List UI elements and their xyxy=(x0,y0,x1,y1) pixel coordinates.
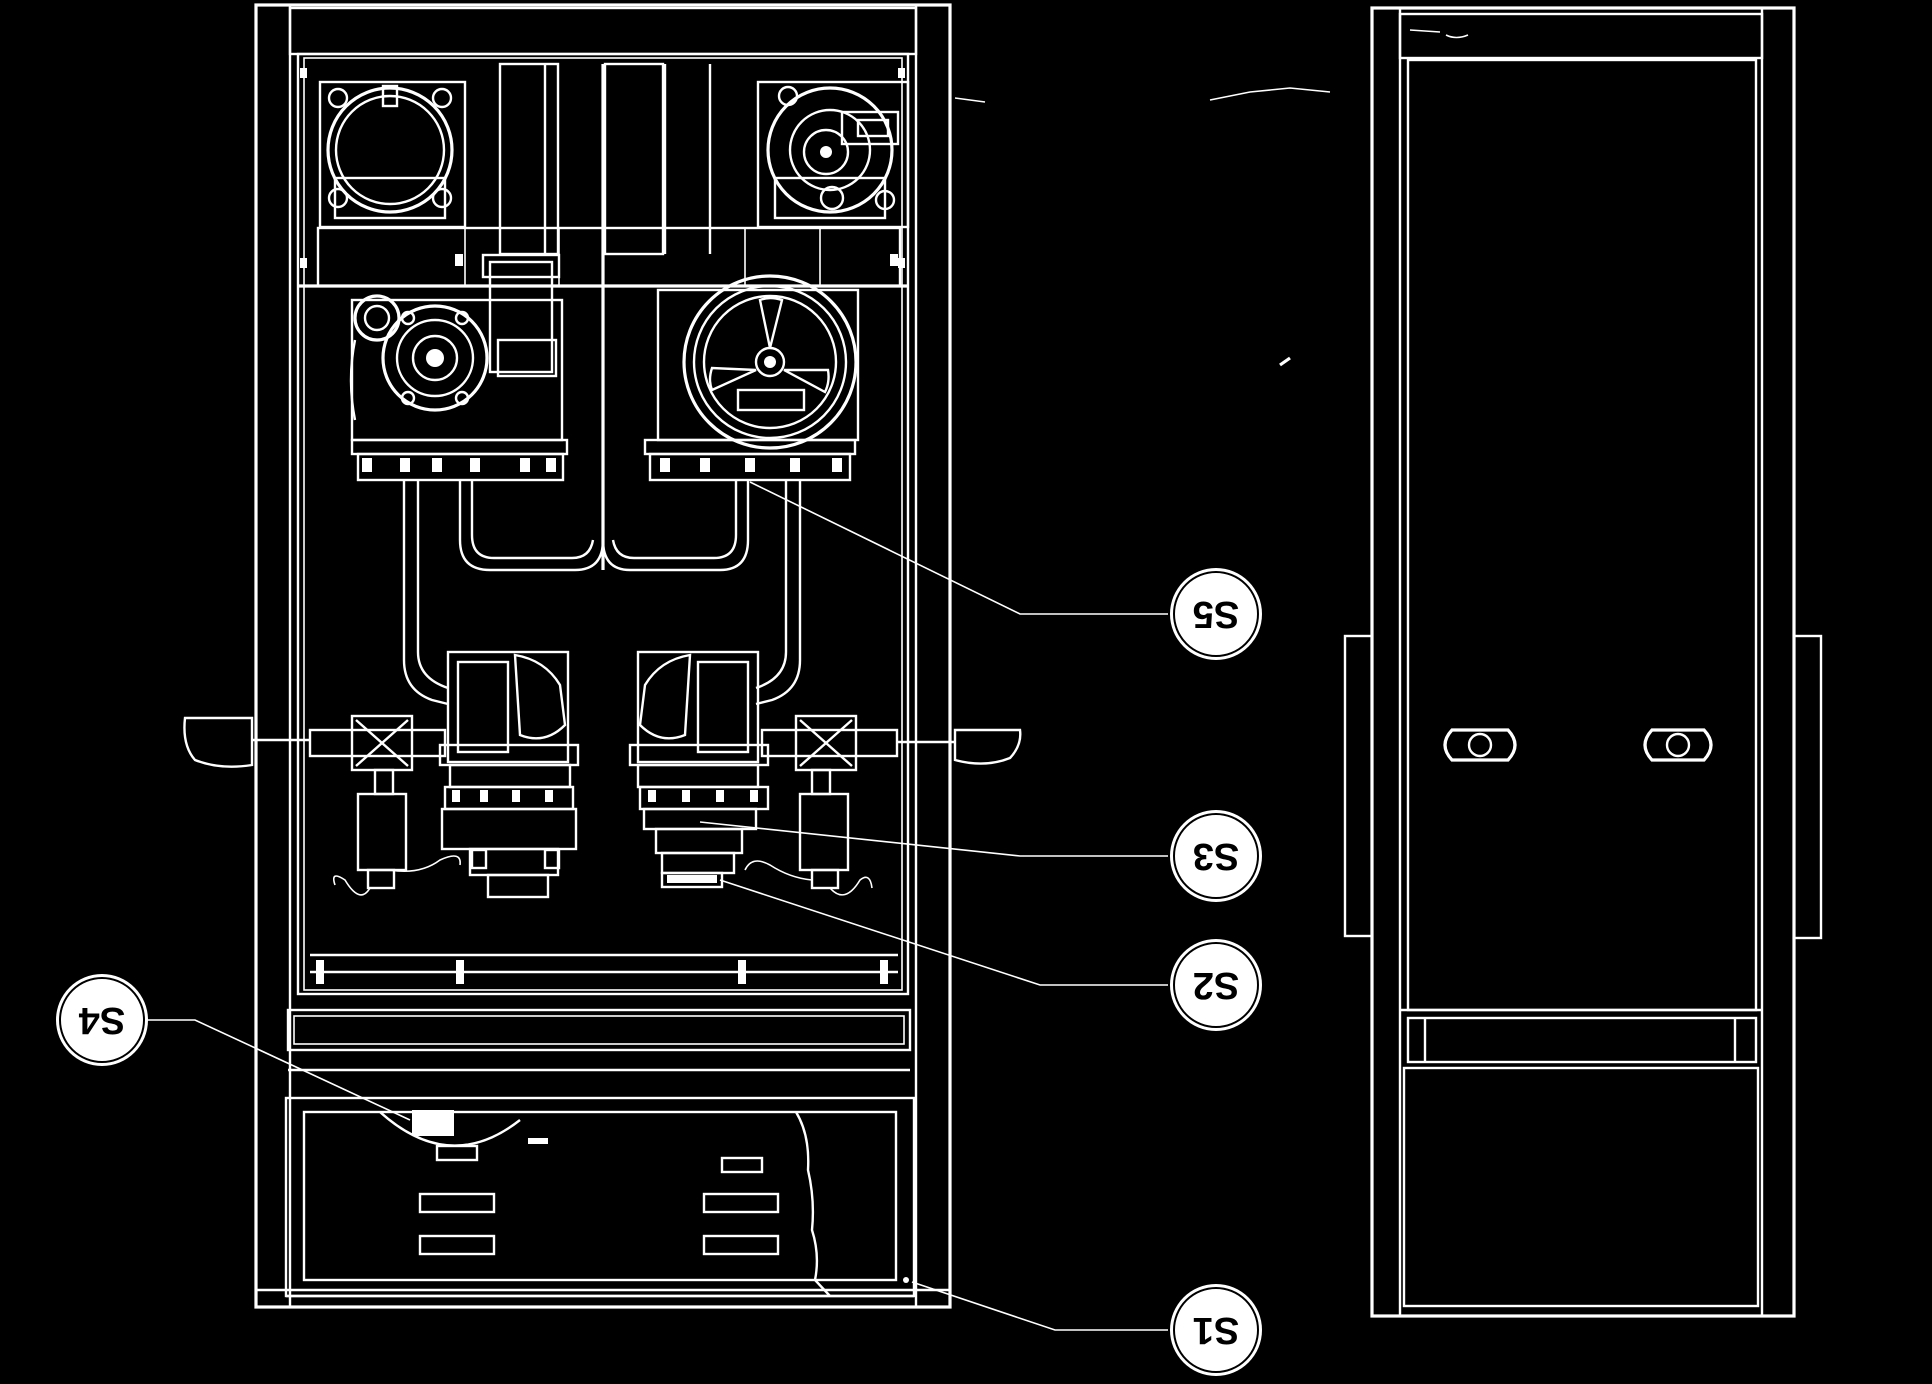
right-meter-assembly xyxy=(628,650,770,889)
right-motor xyxy=(756,80,910,229)
leader-lines xyxy=(142,481,1168,1331)
leader-S2 xyxy=(719,879,1168,986)
leader-S1 xyxy=(911,1281,1168,1331)
callout-S4: S4 xyxy=(56,974,148,1066)
callout-S2: S2 xyxy=(1170,939,1262,1031)
left-motor xyxy=(318,80,467,229)
front-view xyxy=(183,3,1022,1309)
return-pipes xyxy=(402,480,802,706)
callout-S3: S3 xyxy=(1170,810,1262,902)
side-cabinet-frame xyxy=(1370,6,1796,1318)
hydraulic-compartment xyxy=(296,52,910,996)
leader-S3 xyxy=(699,821,1168,857)
front-cabinet-frame xyxy=(254,3,952,1309)
side-view xyxy=(1343,6,1823,1318)
callout-S4-label: S4 xyxy=(79,999,125,1041)
callout-S2-label: S2 xyxy=(1193,964,1239,1006)
callout-S5-label: S5 xyxy=(1193,593,1239,635)
side-nozzle-holders xyxy=(1443,728,1713,762)
right-pump xyxy=(643,274,860,482)
right-outlet xyxy=(744,714,1022,896)
left-meter-assembly xyxy=(438,650,580,899)
callout-S5: S5 xyxy=(1170,568,1262,660)
callout-S1: S1 xyxy=(1170,1284,1262,1376)
callout-S3-label: S3 xyxy=(1193,835,1239,877)
left-pump xyxy=(349,294,569,482)
left-outlet xyxy=(183,714,461,896)
callout-S1-label: S1 xyxy=(1193,1309,1239,1351)
leader-S4 xyxy=(142,1019,411,1121)
leader-S5 xyxy=(749,481,1168,615)
